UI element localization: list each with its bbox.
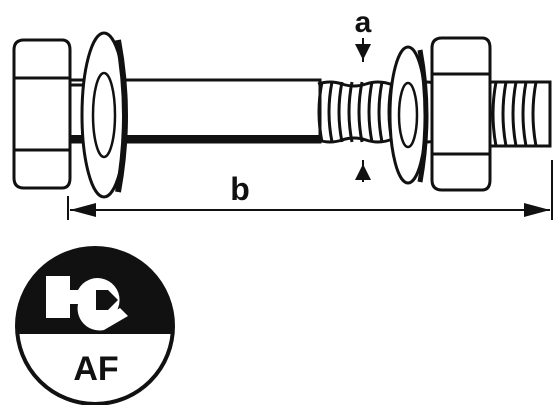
- bolt-thread-tail: [488, 80, 552, 148]
- hex-nut: [430, 36, 492, 192]
- bolt-head: [12, 38, 102, 190]
- af-badge-text: AF: [73, 350, 118, 388]
- head-washer: [80, 31, 128, 199]
- nut-washer: [388, 45, 429, 185]
- dimension-b: [67, 160, 553, 220]
- wrench-icon: [46, 276, 128, 331]
- label-b: b: [230, 171, 250, 207]
- label-a: a: [355, 6, 372, 39]
- dimension-a: [355, 38, 371, 182]
